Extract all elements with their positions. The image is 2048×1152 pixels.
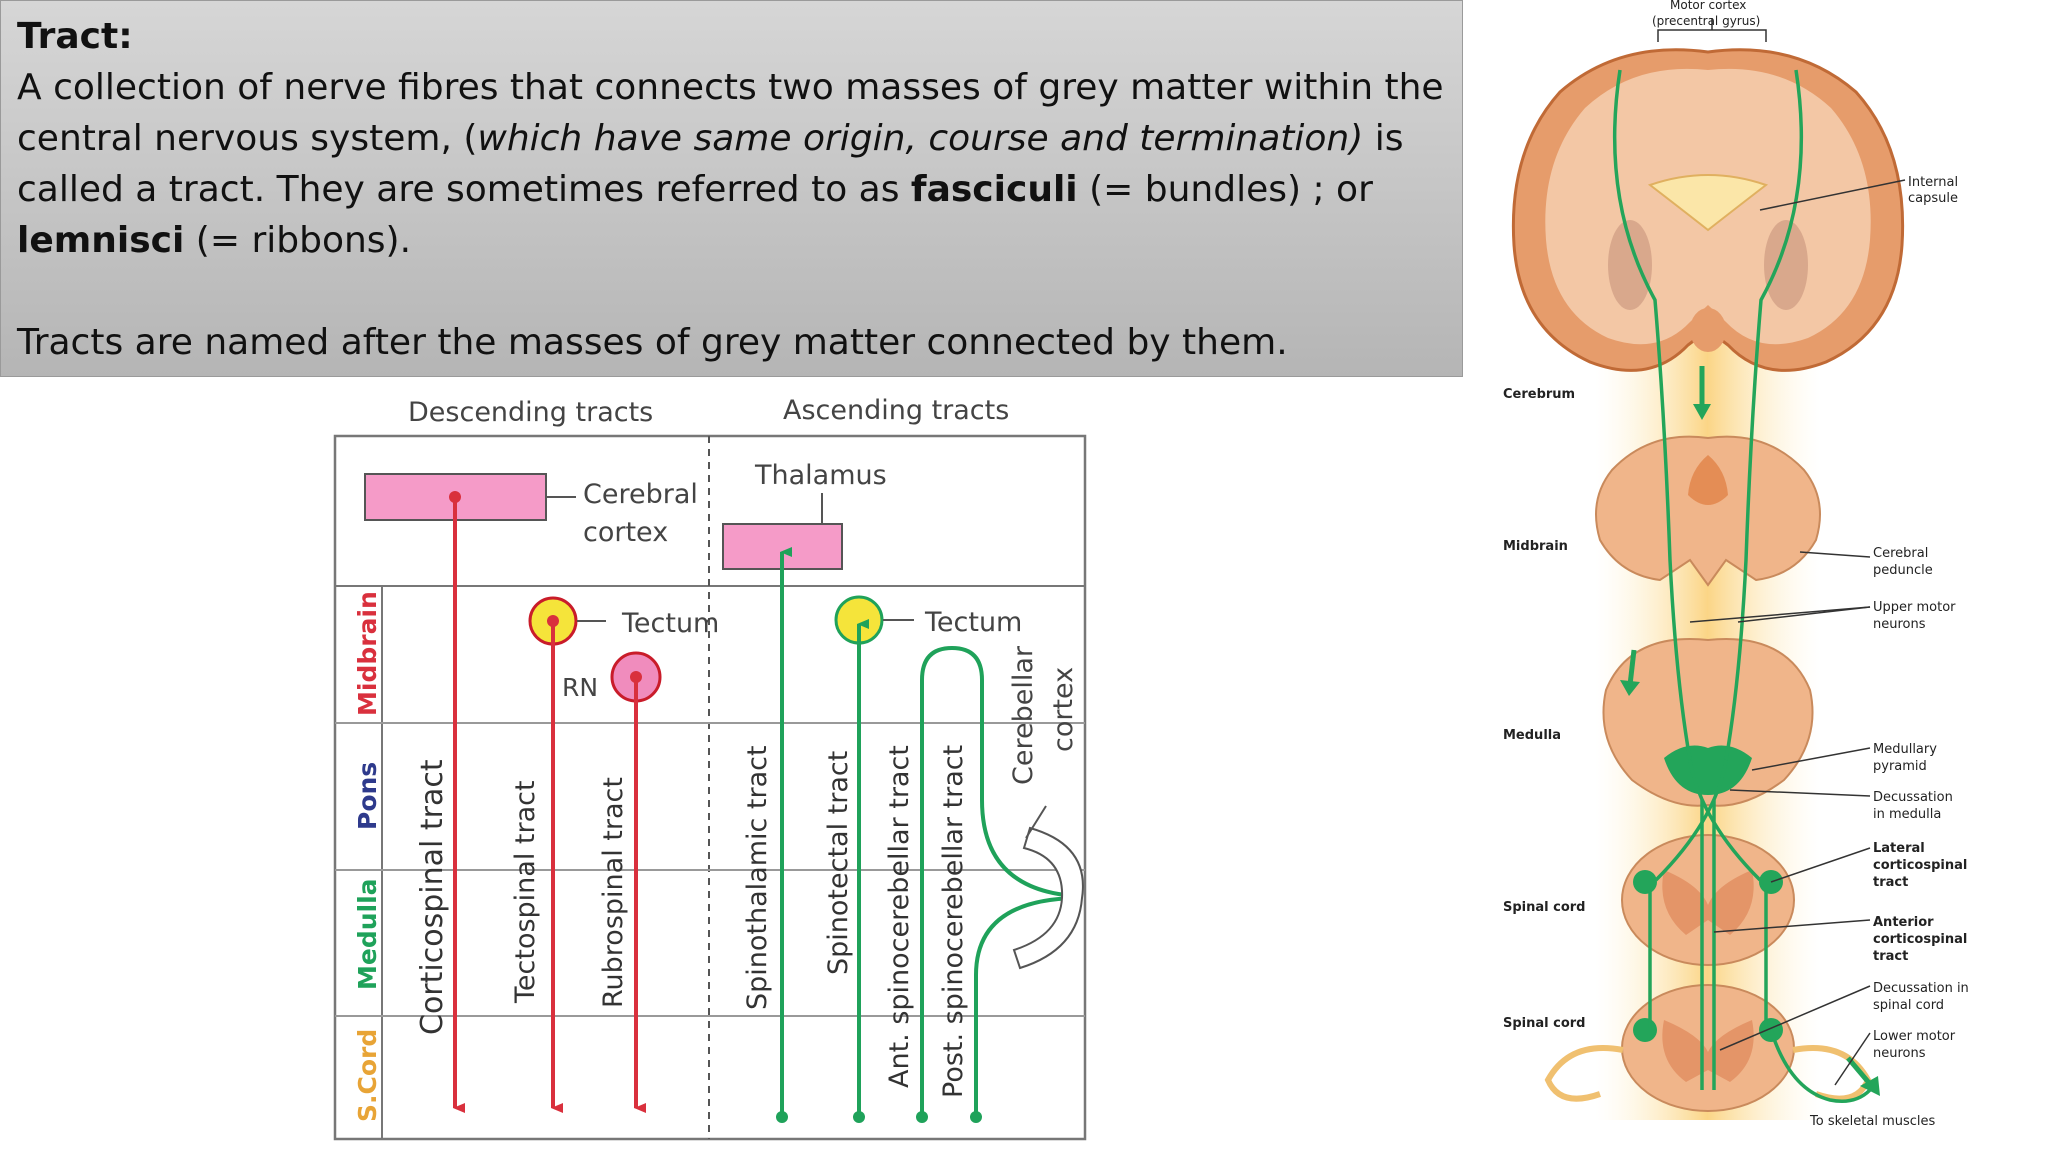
definition-heading: Tract: bbox=[17, 16, 133, 57]
ant-spinocerebellar-label: Ant. spinocerebellar tract bbox=[884, 745, 915, 1088]
anterior-cs-label-3: tract bbox=[1873, 949, 1908, 964]
level-pons: Pons bbox=[353, 762, 382, 830]
corticospinal-label: Corticospinal tract bbox=[415, 759, 450, 1035]
spinal-cord-section-2 bbox=[1544, 984, 1872, 1112]
motor-pathway-lines bbox=[1612, 69, 1872, 1103]
medulla-label: Medulla bbox=[1503, 728, 1561, 743]
upper-motor-label-1: Upper motor bbox=[1873, 600, 1956, 615]
tectospinal-label: Tectospinal tract bbox=[510, 780, 541, 1004]
cerebrum-section bbox=[1511, 48, 1905, 372]
leader-lines bbox=[1657, 18, 1906, 1086]
cerebellar-cortex-label-2: cortex bbox=[1048, 667, 1079, 752]
definition-italic: which have same origin, course and termi… bbox=[477, 118, 1364, 159]
ascending-tracts bbox=[776, 547, 1082, 1123]
spinal-cord-label-2: Spinal cord bbox=[1503, 1016, 1586, 1031]
motor-cortex-label: Motor cortex bbox=[1670, 0, 1746, 12]
cerebral-cortex-label-1: Cerebral bbox=[583, 479, 698, 510]
descending-tracts bbox=[449, 491, 646, 1113]
cerebellar-cortex-shape bbox=[1012, 826, 1084, 970]
spinothalamic-label: Spinothalamic tract bbox=[742, 745, 773, 1010]
decussation-spinal-label-2: spinal cord bbox=[1873, 998, 1944, 1013]
decussation-medulla-label-2: in medulla bbox=[1873, 807, 1941, 822]
anatomy-labels: Motor cortex (precentral gyrus) Internal… bbox=[1503, 0, 1969, 1129]
upper-motor-label-2: neurons bbox=[1873, 617, 1926, 632]
medulla-section bbox=[1602, 638, 1814, 807]
post-spinocerebellar-label: Post. spinocerebellar tract bbox=[938, 745, 969, 1098]
term-fasciculi: fasciculi bbox=[910, 169, 1078, 210]
anterior-cs-label-2: corticospinal bbox=[1873, 932, 1967, 947]
cerebellar-cortex-label-1: Cerebellar bbox=[1008, 645, 1039, 785]
ascending-header: Ascending tracts bbox=[783, 395, 1009, 426]
level-separators bbox=[335, 722, 1085, 1017]
midbrain-label: Midbrain bbox=[1503, 539, 1568, 554]
level-medulla: Medulla bbox=[353, 878, 382, 990]
midbrain-section bbox=[1595, 435, 1821, 587]
post-spinocerebellar-tract-line bbox=[974, 896, 1077, 1117]
thalamus-label: Thalamus bbox=[754, 460, 887, 491]
medullary-pyramid-label-2: pyramid bbox=[1873, 759, 1927, 774]
decussation-medulla-label-1: Decussation bbox=[1873, 790, 1953, 805]
cerebral-peduncle-label-1: Cerebral bbox=[1873, 546, 1928, 561]
medullary-pyramid-label-1: Medullary bbox=[1873, 742, 1937, 757]
definition-box: Tract: A collection of nerve fibres that… bbox=[0, 0, 1463, 377]
lower-motor-label-1: Lower motor bbox=[1873, 1029, 1956, 1044]
internal-capsule-label-2: capsule bbox=[1908, 191, 1958, 206]
ant-spinocerebellar-tract-line bbox=[920, 645, 1077, 1117]
lateral-cs-label-3: tract bbox=[1873, 875, 1908, 890]
tract-labels: Corticospinal tract Tectospinal tract Ru… bbox=[415, 745, 969, 1098]
internal-capsule-label-1: Internal bbox=[1908, 175, 1958, 190]
tectum-right-label: Tectum bbox=[924, 607, 1022, 638]
precentral-label: (precentral gyrus) bbox=[1652, 14, 1760, 28]
skeletal-muscles-label: To skeletal muscles bbox=[1809, 1114, 1936, 1129]
term-lemnisci: lemnisci bbox=[17, 220, 185, 261]
lateral-cs-label-1: Lateral bbox=[1873, 841, 1925, 856]
spinal-cord-section-1 bbox=[1621, 834, 1795, 966]
cerebral-cortex-label-2: cortex bbox=[583, 517, 668, 548]
tectum-left-label: Tectum bbox=[621, 608, 719, 639]
rn-label: RN bbox=[562, 673, 598, 702]
descending-header: Descending tracts bbox=[408, 397, 653, 428]
cerebral-peduncle-label-2: peduncle bbox=[1873, 563, 1933, 578]
level-scord: S.Cord bbox=[353, 1029, 382, 1122]
definition-paragraph: A collection of nerve fibres that connec… bbox=[17, 67, 1444, 261]
spinal-cord-label-1: Spinal cord bbox=[1503, 900, 1586, 915]
spinotectal-label: Spinotectal tract bbox=[823, 751, 854, 975]
anterior-cs-label-1: Anterior bbox=[1873, 915, 1934, 930]
cerebrum-label: Cerebrum bbox=[1503, 387, 1575, 402]
rubrospinal-label: Rubrospinal tract bbox=[598, 777, 629, 1008]
decussation-spinal-label-1: Decussation in bbox=[1873, 981, 1969, 996]
pathway-arrows bbox=[1620, 366, 1880, 1096]
lower-motor-label-2: neurons bbox=[1873, 1046, 1926, 1061]
naming-sentence: Tracts are named after the masses of gre… bbox=[17, 322, 1288, 363]
level-midbrain: Midbrain bbox=[353, 591, 382, 716]
lateral-cs-label-2: corticospinal bbox=[1873, 858, 1967, 873]
